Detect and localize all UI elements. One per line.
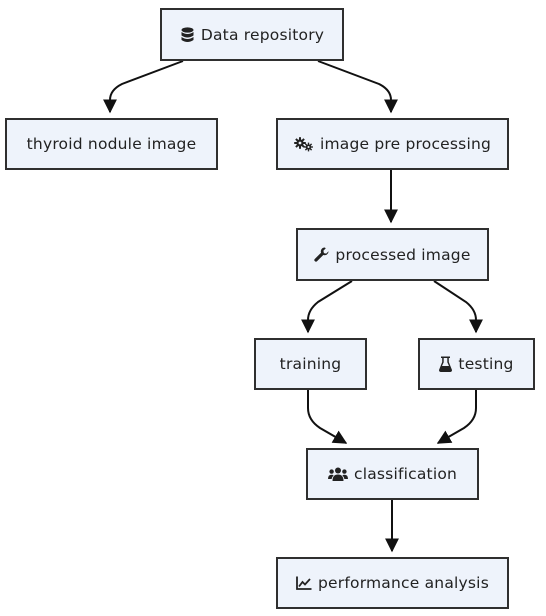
node-performance-analysis: performance analysis [276, 557, 509, 609]
node-label: Data repository [200, 25, 325, 44]
node-label: thyroid nodule image [26, 135, 197, 153]
node-testing: testing [418, 338, 535, 390]
edge-repository-to-preprocessing [317, 60, 398, 114]
node-label: performance analysis [318, 574, 489, 592]
users-icon [327, 467, 348, 481]
node-image-pre-processing: image pre processing [276, 118, 509, 170]
node-label: image pre processing [319, 135, 492, 153]
node-label: classification [353, 465, 458, 483]
edge-processed-to-testing [433, 280, 483, 334]
edge-repository-to-thyroid [103, 60, 184, 114]
line-chart-icon [296, 576, 312, 590]
edge-testing-to-classification [436, 390, 477, 444]
node-label: testing [458, 355, 514, 373]
edge-processed-to-training [301, 280, 353, 334]
flask-icon [439, 356, 453, 372]
node-label: training [279, 355, 342, 373]
wrench-icon [314, 247, 329, 262]
cogs-icon [294, 136, 314, 152]
node-thyroid-nodule-image: thyroid nodule image [5, 118, 218, 170]
node-classification: classification [306, 448, 479, 500]
node-data-repository: Data repository [160, 8, 344, 61]
edge-training-to-classification [307, 390, 348, 444]
node-label: processed image [335, 245, 471, 264]
node-processed-image: processed image [296, 228, 489, 281]
database-icon [180, 26, 195, 43]
node-training: training [254, 338, 367, 390]
